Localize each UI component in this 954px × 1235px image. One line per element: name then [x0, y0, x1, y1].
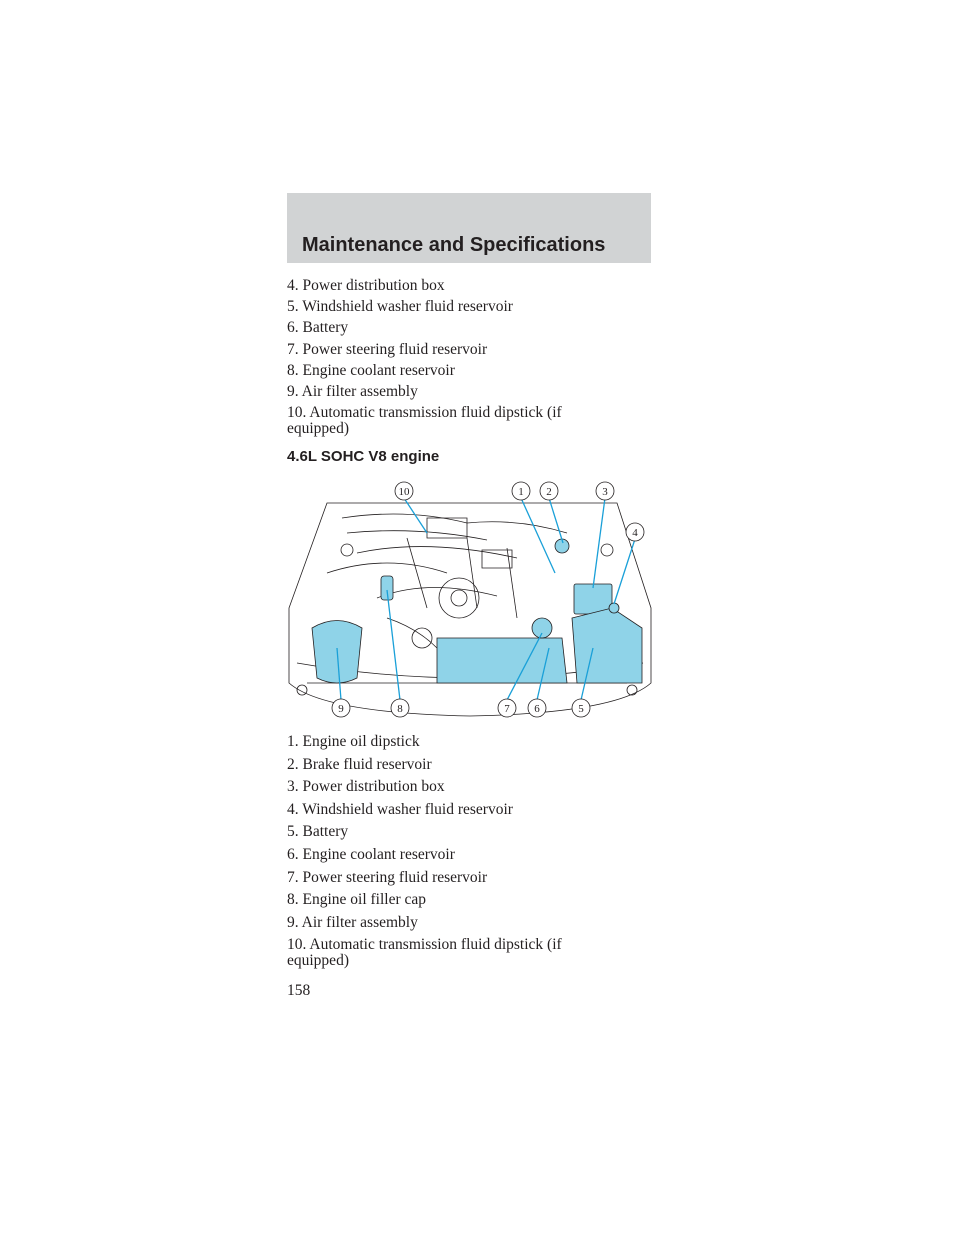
engine-compartment-diagram: 10 1 2 3 4 5 6 7 8 9 — [288, 481, 652, 718]
section-heading: 4.6L SOHC V8 engine — [287, 448, 440, 465]
list-item: 9. Air filter assembly — [287, 382, 418, 400]
callout-6: 6 — [527, 698, 547, 718]
callout-label: 8 — [397, 703, 403, 715]
list-item: 10. Automatic transmission fluid dipstic… — [287, 404, 562, 438]
list-item: 10. Automatic transmission fluid dipstic… — [287, 936, 562, 970]
list-item: 3. Power distribution box — [287, 778, 445, 796]
list-item: 4. Windshield washer fluid reservoir — [287, 800, 513, 818]
list-item: 7. Power steering fluid reservoir — [287, 340, 488, 358]
list-item: 4. Power distribution box — [287, 277, 445, 294]
coolant-reservoir — [436, 637, 568, 684]
callout-3: 3 — [595, 481, 615, 501]
component-list-previous: 4. Power distribution box 5. Windshield … — [287, 278, 627, 442]
oil-filler-cap — [380, 575, 394, 601]
list-item: 5. Windshield washer fluid reservoir — [287, 298, 513, 316]
callout-8: 8 — [390, 698, 410, 718]
callout-7: 7 — [497, 698, 517, 718]
list-item: 1. Engine oil dipstick — [287, 733, 420, 750]
list-item: 7. Power steering fluid reservoir — [287, 868, 488, 886]
callout-2: 2 — [539, 481, 559, 501]
callout-label: 7 — [504, 703, 510, 715]
washer-fluid-cap — [608, 602, 620, 614]
callout-label: 4 — [632, 527, 638, 539]
component-list-4-6l: 1. Engine oil dipstick 2. Brake fluid re… — [287, 734, 627, 976]
callout-markers: 10 1 2 3 4 5 6 7 8 9 — [331, 481, 645, 718]
highlighted-components — [311, 538, 643, 684]
callout-label: 6 — [534, 703, 540, 715]
page-title: Maintenance and Specifications — [302, 234, 606, 256]
power-steering-reservoir — [531, 617, 553, 639]
callout-5: 5 — [571, 698, 591, 718]
callout-label: 1 — [518, 486, 524, 498]
callout-4: 4 — [625, 522, 645, 542]
page-number: 158 — [287, 982, 311, 999]
list-item: 9. Air filter assembly — [287, 913, 418, 931]
list-item: 6. Battery — [287, 319, 349, 337]
callout-10: 10 — [394, 481, 414, 501]
callout-label: 2 — [546, 486, 552, 498]
list-item: 2. Brake fluid reservoir — [287, 755, 432, 773]
list-item: 5. Battery — [287, 823, 349, 841]
washer-fluid-reservoir — [571, 607, 643, 684]
list-item: 8. Engine oil filler cap — [287, 891, 427, 909]
list-item: 6. Engine coolant reservoir — [287, 845, 455, 863]
callout-label: 5 — [578, 703, 584, 715]
callout-label: 3 — [602, 486, 608, 498]
callout-1: 1 — [511, 481, 531, 501]
callout-label: 9 — [338, 703, 344, 715]
list-item: 8. Engine coolant reservoir — [287, 361, 455, 379]
callout-label: 10 — [399, 486, 411, 498]
callout-leaders — [336, 497, 636, 701]
callout-9: 9 — [331, 698, 351, 718]
header-band: Maintenance and Specifications — [287, 193, 651, 263]
